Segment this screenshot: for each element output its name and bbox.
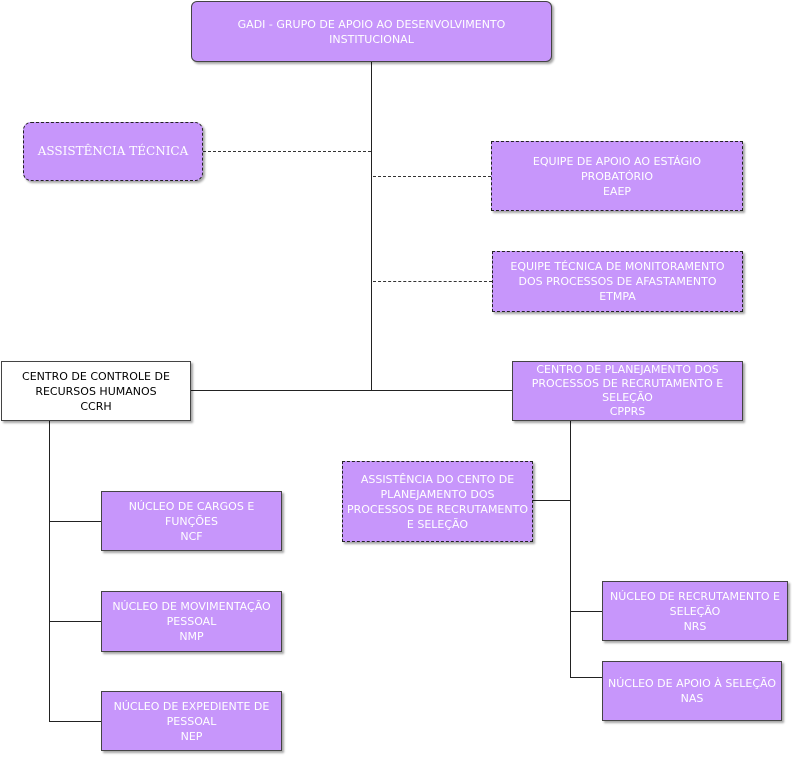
cpprs-label-line-3: SELEÇÃO	[602, 391, 653, 404]
ccrh-cpprs-horizontal-connector	[190, 390, 513, 391]
ccrh-label-line-3: CCRH	[80, 399, 112, 413]
nas-connector	[570, 677, 602, 678]
nrs-label-line-3: NRS	[683, 619, 707, 633]
nas-label-line-2: NAS	[680, 692, 704, 705]
nep-label-line-1: NÚCLEO DE EXPEDIENTE DE	[113, 699, 270, 713]
nrs-label-line-2: SELEÇÃO	[669, 604, 721, 618]
etmpa-node[interactable]: EQUIPE TÉCNICA DE MONITORAMENTO DOS PROC…	[492, 251, 743, 312]
ncf-label-line-1: NÚCLEO DE CARGOS E	[128, 499, 255, 513]
assistencia-cpprs-label-line-2: PLANEJAMENTO DOS	[380, 487, 495, 501]
assistencia-cpprs-connector	[533, 500, 571, 501]
ncf-label-line-3: NCF	[180, 529, 203, 543]
ccrh-label-line-2: RECURSOS HUMANOS	[35, 384, 157, 398]
nas-node[interactable]: NÚCLEO DE APOIO À SELEÇÃO NAS	[602, 661, 782, 721]
cpprs-label-line-4: CPPRS	[609, 405, 646, 418]
assistencia-cpprs-label-line-1: ASSISTÊNCIA DO CENTO DE	[360, 472, 515, 486]
ncf-node[interactable]: NÚCLEO DE CARGOS E FUNÇÕES NCF	[101, 491, 282, 551]
nmp-label-line-2: PESSOAL	[166, 615, 217, 628]
ccrh-node[interactable]: CENTRO DE CONTROLE DE RECURSOS HUMANOS C…	[1, 361, 191, 421]
gadi-node[interactable]: GADI - GRUPO DE APOIO AO DESENVOLVIMENTO…	[191, 1, 552, 62]
main-vertical-connector	[371, 62, 372, 391]
nmp-label-line-1: NÚCLEO DE MOVIMENTAÇÃO	[112, 600, 271, 613]
assistencia-cpprs-label-line-3: PROCESSOS DE RECRUTAMENTO	[347, 502, 528, 516]
cpprs-node[interactable]: CENTRO DE PLANEJAMENTO DOS PROCESSOS DE …	[512, 361, 743, 421]
gadi-label-line-2: INSTITUCIONAL	[329, 32, 414, 46]
nmp-connector	[49, 621, 101, 622]
nep-connector	[49, 721, 101, 722]
cpprs-label-line-2: PROCESSOS DE RECRUTAMENTO E	[531, 377, 724, 390]
ccrh-vertical-connector	[49, 421, 50, 721]
assistencia-cpprs-node[interactable]: ASSISTÊNCIA DO CENTO DE PLANEJAMENTO DOS…	[342, 461, 533, 542]
assistencia-tecnica-label: ASSISTÊNCIA TÉCNICA	[37, 144, 189, 158]
eaep-node[interactable]: EQUIPE DE APOIO AO ESTÁGIO PROBATÓRIO EA…	[491, 141, 743, 211]
eaep-label-line-1: EQUIPE DE APOIO AO ESTÁGIO	[532, 154, 702, 168]
nmp-label-line-3: NMP	[179, 630, 204, 643]
ncf-connector	[49, 521, 101, 522]
etmpa-dashed-connector	[373, 281, 492, 282]
nep-label-line-3: NEP	[180, 729, 203, 743]
etmpa-label-line-1: EQUIPE TÉCNICA DE MONITORAMENTO	[510, 260, 725, 273]
eaep-label-line-2: PROBATÓRIO	[580, 169, 654, 183]
eaep-label-line-3: EAEP	[602, 184, 632, 198]
cpprs-vertical-connector	[570, 421, 571, 678]
nrs-connector	[570, 611, 602, 612]
assistencia-tecnica-node[interactable]: ASSISTÊNCIA TÉCNICA	[23, 122, 203, 181]
assistencia-tecnica-dashed-connector	[203, 151, 371, 152]
nrs-label-line-1: NÚCLEO DE RECRUTAMENTO E	[610, 589, 780, 603]
nep-node[interactable]: NÚCLEO DE EXPEDIENTE DE PESSOAL NEP	[101, 691, 282, 751]
nrs-node[interactable]: NÚCLEO DE RECRUTAMENTO E SELEÇÃO NRS	[602, 581, 788, 641]
ncf-label-line-2: FUNÇÕES	[165, 514, 218, 528]
ccrh-label-line-1: CENTRO DE CONTROLE DE	[22, 369, 170, 383]
etmpa-label-line-3: ETMPA	[599, 290, 636, 303]
etmpa-label-line-2: DOS PROCESSOS DE AFASTAMENTO	[518, 275, 717, 288]
assistencia-cpprs-label-line-4: E SELEÇÃO	[406, 517, 469, 531]
nas-label-line-1: NÚCLEO DE APOIO À SELEÇÃO	[607, 677, 777, 690]
nmp-node[interactable]: NÚCLEO DE MOVIMENTAÇÃO PESSOAL NMP	[101, 591, 282, 652]
eaep-dashed-connector	[373, 176, 491, 177]
gadi-label-line-1: GADI - GRUPO DE APOIO AO DESENVOLVIMENTO	[237, 17, 506, 31]
cpprs-label-line-1: CENTRO DE PLANEJAMENTO DOS	[536, 363, 719, 376]
nep-label-line-2: PESSOAL	[166, 714, 217, 728]
